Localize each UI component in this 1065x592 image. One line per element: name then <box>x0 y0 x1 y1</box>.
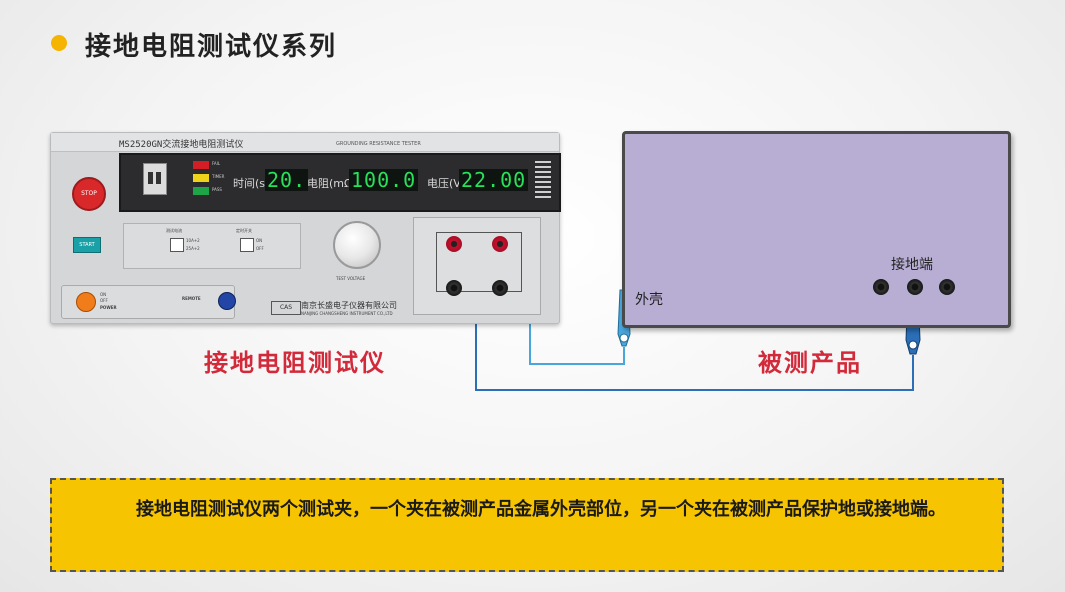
stop-button[interactable]: STOP <box>72 177 106 211</box>
product-caption: 被测产品 <box>758 349 862 377</box>
ground-resistance-tester: MS2520GN交流接地电阻测试仪 GROUNDING RESISTANCE T… <box>50 132 561 324</box>
shell-label: 外壳 <box>635 292 663 308</box>
company-name-en: NANJING CHANGSHENG INSTRUMENT CO.,LTD <box>301 311 393 316</box>
test-voltage-dial[interactable] <box>333 221 381 269</box>
instrument-model: MS2520GN交流接地电阻测试仪 <box>119 140 244 150</box>
voltage-black-jack[interactable] <box>492 280 508 296</box>
pass-lamp-label: PASS <box>212 187 222 192</box>
timer-switch-opt1: ON <box>256 238 263 243</box>
current-black-jack[interactable] <box>446 280 462 296</box>
title-bullet <box>51 35 67 51</box>
range-switch[interactable] <box>143 163 167 195</box>
switch-panel: 测试电流 10A+2 25A+2 定时开关 ON OFF <box>123 223 301 269</box>
terminal-frame <box>436 232 522 292</box>
product-terminal-left <box>873 279 889 295</box>
time-readout: 20. <box>265 168 309 192</box>
remote-port[interactable] <box>218 292 236 310</box>
dial-label: TEST VOLTAGE <box>336 276 366 281</box>
power-panel: ON OFF POWER REMOTE <box>61 285 236 319</box>
instrument-caption: 接地电阻测试仪 <box>204 349 386 377</box>
pass-lamp <box>193 187 209 195</box>
timer-lamp-label: TIMER <box>212 174 225 179</box>
time-label: 时间(s) <box>233 177 270 190</box>
current-switch-opt1: 10A+2 <box>186 238 200 243</box>
resistance-label: 电阻(mΩ) <box>307 177 357 190</box>
display-panel: FAIL TIMER PASS 时间(s) 20. 电阻(mΩ) 100.0 电… <box>119 153 561 212</box>
power-opt-on: ON <box>100 292 107 297</box>
note-box: 接地电阻测试仪两个测试夹，一个夹在被测产品金属外壳部位，另一个夹在被测产品保护地… <box>50 478 1004 572</box>
terminal-panel <box>413 217 541 315</box>
power-button[interactable] <box>76 292 96 312</box>
start-button[interactable]: START <box>73 237 101 253</box>
remote-label: REMOTE <box>182 296 201 301</box>
company-logo: CAS <box>271 301 301 315</box>
fail-lamp <box>193 161 209 169</box>
current-red-jack[interactable] <box>446 236 462 252</box>
power-label: POWER <box>100 305 117 310</box>
fail-lamp-label: FAIL <box>212 161 221 166</box>
timer-switch-label: 定时开关 <box>236 228 252 233</box>
vent-grille <box>535 161 551 201</box>
voltage-label: 电压(V) <box>427 177 466 190</box>
voltage-readout: 22.00 <box>459 168 529 192</box>
product-under-test: 接地端 <box>622 131 1011 328</box>
product-terminal-right <box>939 279 955 295</box>
timer-lamp <box>193 174 209 182</box>
instrument-subtitle: GROUNDING RESISTANCE TESTER <box>336 141 421 147</box>
resistance-readout: 100.0 <box>349 168 419 192</box>
power-opt-off: OFF <box>100 298 108 303</box>
page-title: 接地电阻测试仪系列 <box>85 32 338 62</box>
ground-terminal-label: 接地端 <box>891 257 933 273</box>
timer-switch[interactable] <box>240 238 254 252</box>
current-switch-opt2: 25A+2 <box>186 246 200 251</box>
company-name: 南京长盛电子仪器有限公司 <box>301 301 397 310</box>
product-ground-terminal <box>907 279 923 295</box>
current-switch-label: 测试电流 <box>166 228 182 233</box>
voltage-red-jack[interactable] <box>492 236 508 252</box>
current-switch[interactable] <box>170 238 184 252</box>
timer-switch-opt2: OFF <box>256 246 264 251</box>
note-text: 接地电阻测试仪两个测试夹，一个夹在被测产品金属外壳部位，另一个夹在被测产品保护地… <box>136 499 946 520</box>
instrument-top-bar <box>51 133 559 152</box>
